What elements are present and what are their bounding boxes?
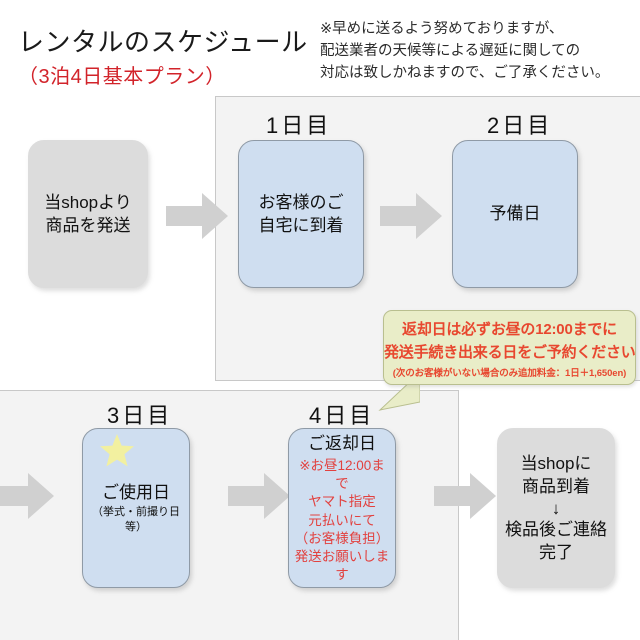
step-box-day4: ご返却日 ※お昼12:00まで ヤマト指定 元払いにて （お客様負担） 発送お願… [288,428,396,588]
day-label-2: 2日目 [487,113,553,138]
step-box-ship: 当shopより 商品を発送 [28,140,148,288]
down-arrow-icon: ↓ [551,498,561,518]
day-label-3: 3日目 [107,403,173,428]
callout-line-1: 返却日は必ずお昼の12:00までに [402,321,617,338]
day-label-4: 4日目 [309,403,375,428]
step-ship-label: 当shopより 商品を発送 [44,192,132,235]
callout-line-2: 発送手続き出来る日をご予約ください [384,344,636,361]
callout-line-3: (次のお客様がいない場合のみ追加料金：1日＋1,650en) [392,368,627,379]
arrow-day1-to-day2 [380,193,442,239]
arrow-day3-to-day4 [228,473,290,519]
arrow-ship-to-day1 [166,193,228,239]
step-day1-label: お客様のご 自宅に到着 [258,192,344,235]
shipping-disclaimer-note: ※早めに送るよう努めておりますが、 配送業者の天候等による遅延に関しての 対応は… [320,21,610,82]
step-box-day2: 予備日 [452,140,578,288]
step-arrival-label-top: 当shopに 商品到着 [520,453,592,497]
arrow-into-day3 [0,473,54,519]
step-day3-label: ご使用日 [102,482,170,502]
step-day4-label: ご返却日 [308,433,376,453]
page-title: レンタルのスケジュール [18,27,308,57]
step-day4-return-instructions: ※お昼12:00まで ヤマト指定 元払いにて （お客様負担） 発送お願いします [294,457,390,583]
step-box-day1: お客様のご 自宅に到着 [238,140,364,288]
step-day3-sublabel: （挙式・前撮り日等） [92,506,180,534]
page-subtitle: （3泊4日基本プラン） [18,66,226,88]
step-box-arrival: 当shopに 商品到着 ↓ 検品後ご連絡 完了 [497,428,615,588]
step-box-day3: ご使用日 （挙式・前撮り日等） [82,428,190,588]
return-deadline-callout: 返却日は必ずお昼の12:00までに 発送手続き出来る日をご予約ください (次のお… [383,310,636,385]
step-day2-label: 予備日 [489,204,541,224]
star-icon [98,432,136,470]
arrow-day4-to-arrival [434,473,496,519]
day-label-1: 1日目 [266,113,332,138]
step-arrival-label-bottom: 検品後ご連絡 完了 [505,519,607,562]
